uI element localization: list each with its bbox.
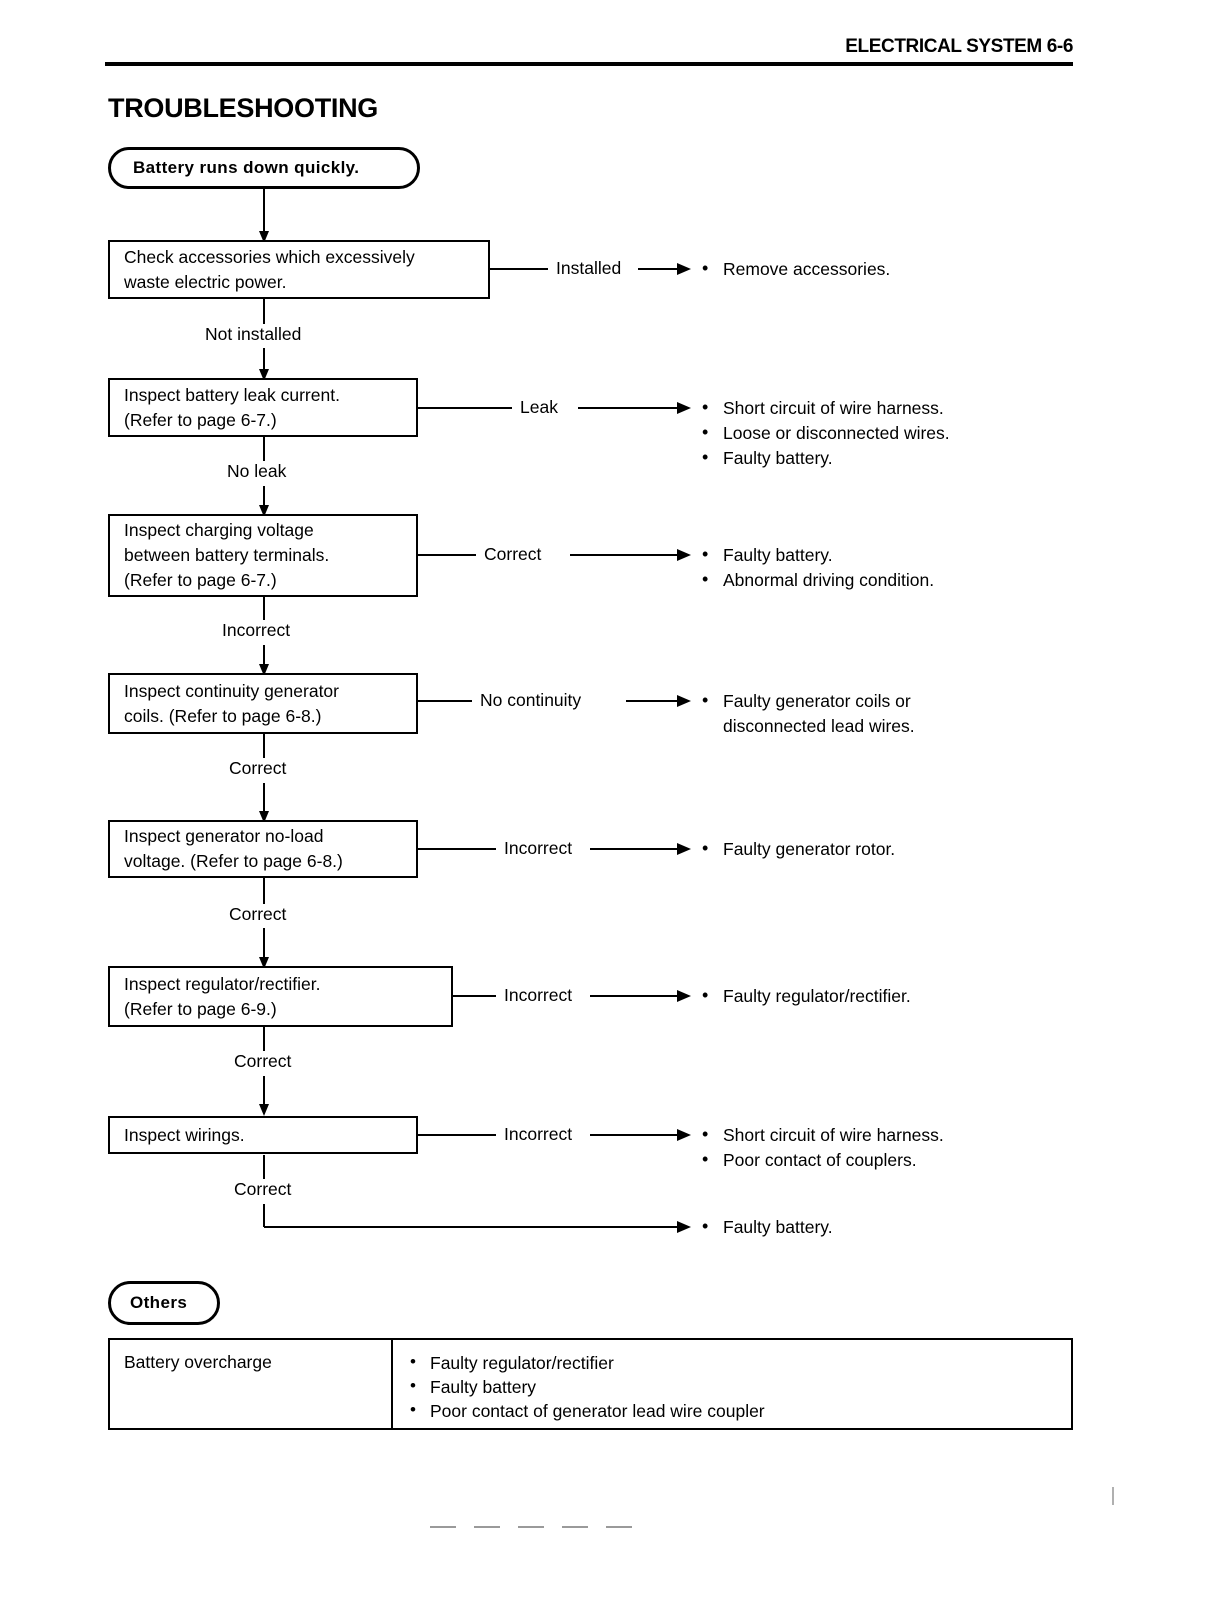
others-cause-item: Faulty regulator/rectifier bbox=[407, 1350, 1071, 1375]
outcome-list-no-load-voltage: Faulty generator rotor. bbox=[700, 836, 1100, 862]
step-line: between battery terminals. bbox=[124, 545, 330, 565]
page-header-title: ELECTRICAL SYSTEM 6-6 bbox=[845, 36, 1073, 57]
outcome-item: Abnormal driving condition. bbox=[700, 567, 1100, 593]
outcome-item: Faulty generator rotor. bbox=[700, 836, 1100, 862]
others-node-label: Others bbox=[130, 1293, 188, 1312]
outcome-list-regulator-rectifier: Faulty regulator/rectifier. bbox=[700, 983, 1100, 1009]
outcome-list-generator-coils: Faulty generator coils or disconnected l… bbox=[700, 688, 1100, 739]
step-line: Inspect charging voltage bbox=[124, 520, 314, 540]
branch-label-incorrect: Incorrect bbox=[499, 838, 578, 859]
outcome-list-battery-leak: Short circuit of wire harness. Loose or … bbox=[700, 395, 1100, 471]
branch-label-correct: Correct bbox=[229, 1051, 297, 1072]
outcome-item: Faulty generator coils or disconnected l… bbox=[700, 688, 1100, 739]
step-line: waste electric power. bbox=[124, 271, 287, 292]
step-line: (Refer to page 6-7.) bbox=[124, 409, 277, 430]
step-line: Check accessories which excessively bbox=[124, 246, 415, 267]
outcome-item: Faulty battery. bbox=[700, 542, 1100, 568]
branch-label-incorrect: Incorrect bbox=[217, 620, 296, 641]
fold-mark bbox=[474, 1525, 500, 1528]
step-line: Inspect generator no-load bbox=[124, 826, 324, 846]
step-inspect-charging-voltage: Inspect charging voltage between battery… bbox=[108, 514, 418, 597]
outcome-list-check-accessories: Remove accessories. bbox=[700, 256, 1100, 282]
outcome-item: Short circuit of wire harness. bbox=[700, 1122, 1100, 1148]
outcome-item: Faulty battery. bbox=[700, 1214, 1100, 1240]
step-line: coils. (Refer to page 6-8.) bbox=[124, 705, 322, 726]
page-edge-tick bbox=[1112, 1487, 1114, 1505]
fold-mark bbox=[518, 1525, 544, 1528]
outcome-item: Faulty battery. bbox=[700, 445, 1100, 471]
fold-mark bbox=[430, 1525, 456, 1528]
branch-label-incorrect: Incorrect bbox=[499, 985, 578, 1006]
branch-label-correct: Correct bbox=[224, 904, 292, 925]
branch-label-incorrect: Incorrect bbox=[499, 1124, 578, 1145]
branch-label-leak: Leak bbox=[515, 397, 563, 418]
others-cause-item: Poor contact of generator lead wire coup… bbox=[407, 1398, 1071, 1423]
outcome-list-wirings: Short circuit of wire harness. Poor cont… bbox=[700, 1122, 1100, 1173]
branch-label-installed: Installed bbox=[551, 258, 627, 279]
step-line: voltage. (Refer to page 6-8.) bbox=[124, 851, 343, 871]
outcome-item-text: Faulty generator coils or bbox=[723, 691, 911, 711]
step-inspect-regulator-rectifier: Inspect regulator/rectifier. (Refer to p… bbox=[108, 966, 453, 1027]
step-line: (Refer to page 6-9.) bbox=[124, 998, 277, 1019]
step-line: Inspect continuity generator bbox=[124, 680, 339, 701]
branch-label-not-installed: Not installed bbox=[200, 324, 307, 345]
page-title: TROUBLESHOOTING bbox=[108, 93, 378, 123]
branch-label-correct: Correct bbox=[229, 1179, 297, 1200]
branch-label-no-leak: No leak bbox=[222, 461, 292, 482]
fold-mark bbox=[606, 1525, 632, 1528]
page-header: ELECTRICAL SYSTEM 6-6 bbox=[105, 36, 1073, 68]
others-symptom-cell: Battery overcharge bbox=[110, 1340, 393, 1428]
header-rule bbox=[105, 62, 1073, 66]
others-causes-cell: Faulty regulator/rectifier Faulty batter… bbox=[393, 1340, 1071, 1428]
flow-start-label: Battery runs down quickly. bbox=[133, 158, 360, 177]
step-line: Inspect wirings. bbox=[124, 1124, 245, 1145]
step-inspect-continuity-generator-coils: Inspect continuity generator coils. (Ref… bbox=[108, 673, 418, 734]
step-line: (Refer to page 6-7.) bbox=[124, 570, 277, 590]
others-cause-item: Faulty battery bbox=[407, 1374, 1071, 1399]
outcome-item: Remove accessories. bbox=[700, 256, 1100, 282]
outcome-list-final: Faulty battery. bbox=[700, 1214, 1100, 1240]
step-inspect-generator-no-load-voltage: Inspect generator no-load voltage. (Refe… bbox=[108, 820, 418, 878]
step-line: Inspect battery leak current. bbox=[124, 384, 340, 405]
others-table: Battery overcharge Faulty regulator/rect… bbox=[108, 1338, 1073, 1430]
page-fold-marks bbox=[430, 1525, 730, 1528]
branch-label-correct: Correct bbox=[224, 758, 292, 779]
flow-start-node: Battery runs down quickly. bbox=[108, 147, 420, 189]
outcome-item: Faulty regulator/rectifier. bbox=[700, 983, 1100, 1009]
step-check-accessories: Check accessories which excessively wast… bbox=[108, 240, 490, 299]
outcome-item: Poor contact of couplers. bbox=[700, 1147, 1100, 1173]
fold-mark bbox=[562, 1525, 588, 1528]
step-line: Inspect regulator/rectifier. bbox=[124, 973, 321, 994]
outcome-item: Loose or disconnected wires. bbox=[700, 420, 1100, 446]
branch-label-no-continuity: No continuity bbox=[475, 690, 587, 711]
step-inspect-battery-leak-current: Inspect battery leak current. (Refer to … bbox=[108, 378, 418, 437]
outcome-item-continuation: disconnected lead wires. bbox=[723, 716, 915, 736]
branch-label-correct: Correct bbox=[479, 544, 547, 565]
outcome-item: Short circuit of wire harness. bbox=[700, 395, 1100, 421]
step-inspect-wirings: Inspect wirings. bbox=[108, 1116, 418, 1154]
outcome-list-charging-voltage: Faulty battery. Abnormal driving conditi… bbox=[700, 542, 1100, 593]
others-node: Others bbox=[108, 1281, 220, 1325]
